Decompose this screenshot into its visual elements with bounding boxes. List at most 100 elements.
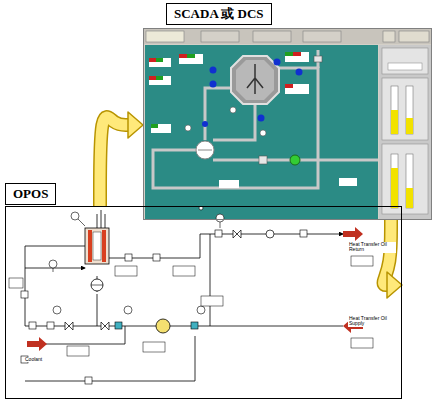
drawing-stroke (253, 31, 291, 42)
drawing-stroke (67, 346, 89, 356)
drawing-stroke (205, 88, 233, 140)
drawing-stroke (406, 188, 413, 208)
drawing-stroke (125, 254, 132, 261)
arrow-outline (100, 117, 128, 206)
drawing-stroke (285, 84, 293, 88)
drawing-stroke (149, 58, 156, 62)
drawing-stroke (145, 45, 378, 219)
status-indicators (149, 52, 357, 188)
drawing-stroke (146, 31, 184, 42)
drawing-stroke (383, 31, 395, 42)
drawing-stroke (25, 246, 85, 268)
drawing-stroke (153, 150, 318, 188)
drawing-stroke (109, 234, 343, 258)
drawing-stroke (285, 84, 309, 94)
drawing-stroke (49, 260, 57, 268)
drawing-stroke (202, 121, 208, 127)
stream-label: Heat Transfer Oil Supply (348, 316, 396, 327)
arrow-body (100, 117, 128, 206)
info-tables (9, 256, 373, 356)
drawing-stroke (285, 52, 309, 62)
drawing-stroke (53, 306, 61, 314)
pump (290, 155, 300, 165)
drawing-stroke (191, 322, 198, 329)
stream-label: Coolant (24, 357, 66, 362)
drawing-stroke (406, 154, 413, 208)
arrow-head (128, 112, 143, 138)
drawing-stroke (231, 56, 279, 104)
drawing-stroke (406, 86, 413, 134)
drawing-stroke (102, 230, 106, 262)
drawing-stroke (149, 76, 171, 85)
drawing-stroke (266, 230, 274, 238)
drawing-stroke (293, 52, 301, 56)
drawing-stroke (300, 230, 307, 237)
drawing-stroke (343, 227, 363, 241)
drawing-stroke (9, 278, 23, 288)
drawing-stroke (201, 296, 223, 306)
drawing-stroke (210, 81, 217, 88)
heat-exchanger (196, 141, 214, 159)
drawing-stroke (277, 68, 318, 160)
drawing-stroke (143, 28, 432, 44)
panel-heading: OPOS (5, 183, 56, 205)
scada-window: SCADA 或 DCS (143, 28, 432, 220)
drawing-stroke (382, 78, 428, 140)
drawing-stroke (236, 60, 274, 100)
flow-arrow (384, 220, 402, 298)
drawing-stroke (290, 155, 300, 165)
drawing-stroke (173, 266, 195, 276)
drawing-stroke (124, 306, 132, 314)
status-dots (202, 59, 303, 128)
drawing-stroke (179, 54, 203, 64)
drawing-stroke (187, 54, 195, 58)
drawing-stroke (179, 54, 187, 58)
drawing-stroke (85, 228, 109, 264)
drawing-stroke (215, 230, 222, 237)
drawing-stroke (78, 219, 85, 226)
drawing-stroke (382, 144, 428, 214)
drawing-stroke (260, 130, 266, 136)
drawing-stroke (156, 76, 163, 80)
drawing-stroke (185, 125, 191, 131)
drawing-stroke (391, 110, 398, 134)
drawing-stroke (339, 178, 357, 186)
drawing-stroke (247, 64, 263, 94)
drawing-stroke (388, 63, 422, 70)
drawing-stroke (220, 222, 221, 228)
drawing-stroke (296, 69, 303, 76)
drawing-stroke (149, 76, 156, 80)
opos-panel: OPOS (5, 206, 402, 399)
drawing-stroke (216, 214, 224, 222)
drawing-stroke (88, 230, 92, 262)
drawing-stroke (153, 254, 160, 261)
flow-arrow (100, 112, 143, 206)
panel-heading: SCADA 或 DCS (166, 3, 272, 25)
reactor (85, 228, 109, 264)
drawing-stroke (91, 279, 103, 291)
drawing-stroke (230, 107, 236, 113)
drawing-stroke (151, 124, 171, 133)
drawing-stroke (21, 291, 28, 298)
drawing-stroke (65, 322, 73, 330)
reactor-vessel (231, 56, 279, 104)
drawing-stroke (391, 154, 398, 208)
drawing-stroke (93, 232, 101, 260)
process-lines (25, 210, 343, 381)
stream-nodes (21, 230, 307, 384)
drawing-stroke (201, 31, 239, 42)
drawing-stroke (170, 326, 210, 327)
hmi-side-panel (379, 45, 431, 219)
drawing-stroke (259, 156, 267, 164)
drawing-stroke (101, 322, 109, 330)
drawing-stroke (219, 180, 239, 188)
drawing-stroke (351, 338, 373, 348)
drawing-stroke (210, 234, 343, 326)
drawing-stroke (97, 210, 105, 228)
drawing-stroke (143, 28, 432, 220)
drawing-stroke (213, 102, 255, 140)
drawing-stroke (91, 285, 103, 286)
drawing-stroke (274, 59, 281, 66)
drawing-stroke (25, 336, 195, 381)
hmi-screenshot (143, 28, 432, 220)
